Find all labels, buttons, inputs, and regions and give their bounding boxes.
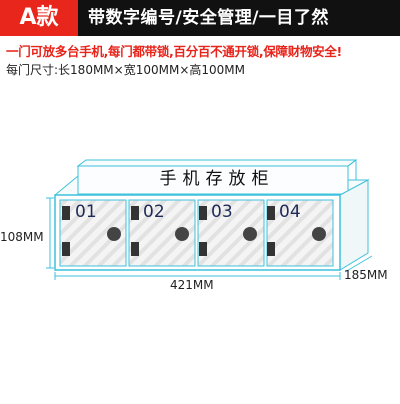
hinge-bottom <box>267 242 275 256</box>
door-number: 03 <box>211 202 233 222</box>
model-badge: A款 <box>0 0 78 36</box>
door-dimensions: 每门尺寸:长180MM×宽100MM×高100MM <box>6 63 245 77</box>
height-label: 108MM <box>0 230 44 244</box>
door-1[interactable] <box>59 199 127 267</box>
hinge-top <box>267 206 275 220</box>
door-2[interactable] <box>128 199 196 267</box>
depth-label: 185MM <box>344 268 388 282</box>
hinge-bottom <box>62 242 70 256</box>
door-4[interactable] <box>266 199 334 267</box>
lock-icon <box>107 227 121 241</box>
width-label: 421MM <box>170 278 214 292</box>
hinge-bottom <box>131 242 139 256</box>
door-3[interactable] <box>197 199 265 267</box>
hinge-top <box>62 206 70 220</box>
header-title: 带数字编号/安全管理/一目了然 <box>88 8 329 28</box>
header-bar: A款 带数字编号/安全管理/一目了然 <box>0 0 400 36</box>
security-slogan: 一门可放多台手机,每门都带锁,百分百不通开锁,保障财物安全! <box>6 44 342 59</box>
hinge-top <box>199 206 207 220</box>
cabinet-diagram: 手机存放柜 01 02 03 04 108MM 421MM 185MM <box>0 150 400 400</box>
sign-panel-front <box>77 165 349 195</box>
door-number: 01 <box>75 202 97 222</box>
lock-icon <box>243 227 257 241</box>
lock-icon <box>175 227 189 241</box>
door-number: 02 <box>143 202 165 222</box>
hinge-top <box>131 206 139 220</box>
cabinet-drawing <box>46 159 373 280</box>
lock-icon <box>312 227 326 241</box>
depth-dim-line <box>344 255 373 273</box>
cabinet-label: 手机存放柜 <box>159 169 275 189</box>
hinge-bottom <box>199 242 207 256</box>
door-number: 04 <box>279 202 301 222</box>
cabinet-side <box>339 179 369 271</box>
